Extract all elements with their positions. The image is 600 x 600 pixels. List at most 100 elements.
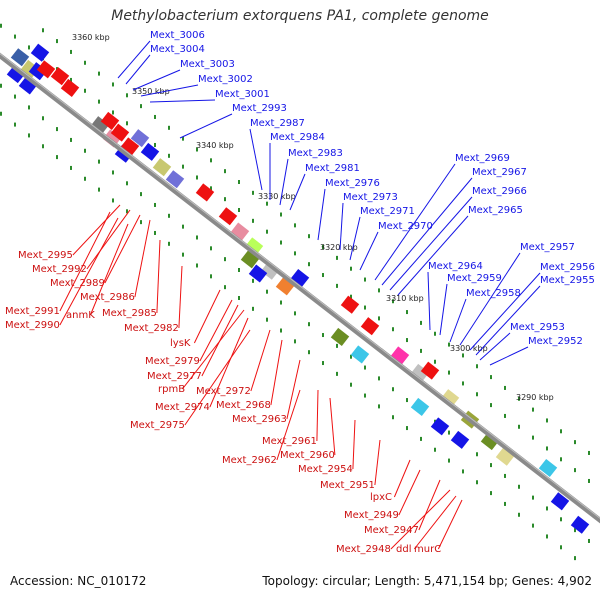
gene-label-forward[interactable]: Mext_2976 (325, 178, 380, 189)
gene-label-reverse[interactable]: Mext_2954 (298, 464, 353, 475)
gene-feature[interactable] (275, 277, 295, 296)
gene-label-forward[interactable]: Mext_3004 (150, 44, 205, 55)
gene-label-forward[interactable]: Mext_2969 (455, 153, 510, 164)
gene-label-reverse[interactable]: Mext_2989 (50, 278, 105, 289)
gene-label-reverse[interactable]: lpxC (370, 492, 392, 503)
gene-feature[interactable] (28, 62, 48, 81)
gene-feature[interactable] (410, 397, 430, 416)
gene-feature[interactable] (152, 158, 172, 177)
gene-feature[interactable] (110, 123, 130, 142)
gene-feature[interactable] (50, 67, 70, 86)
gene-label-forward[interactable]: Mext_2964 (428, 261, 483, 272)
gene-label-reverse[interactable]: anmK (66, 310, 95, 321)
gene-label-reverse[interactable]: rpmB (158, 384, 185, 395)
gene-feature[interactable] (350, 345, 370, 364)
gene-feature[interactable] (120, 137, 140, 156)
gene-label-reverse[interactable]: Mext_2995 (18, 250, 73, 261)
gene-feature[interactable] (30, 43, 50, 62)
gene-label-reverse[interactable]: Mext_2968 (216, 400, 271, 411)
gene-label-reverse[interactable]: ddl (396, 544, 411, 555)
gene-feature[interactable] (140, 142, 160, 161)
gene-label-reverse[interactable]: Mext_2974 (155, 402, 210, 413)
gene-feature[interactable] (430, 417, 450, 436)
gene-label-forward[interactable]: Mext_2983 (288, 148, 343, 159)
gene-feature[interactable] (550, 492, 570, 511)
gene-label-forward[interactable]: Mext_2957 (520, 242, 575, 253)
gene-label-reverse[interactable]: Mext_2960 (280, 450, 335, 461)
gene-label-reverse[interactable]: Mext_2990 (5, 320, 60, 331)
gene-feature[interactable] (6, 65, 26, 84)
gene-label-forward[interactable]: Mext_2965 (468, 205, 523, 216)
gene-label-reverse[interactable]: Mext_2991 (5, 306, 60, 317)
gene-label-reverse[interactable]: Mext_2979 (145, 356, 200, 367)
gene-label-reverse[interactable]: Mext_2992 (32, 264, 87, 275)
gene-label-forward[interactable]: Mext_2956 (540, 262, 595, 273)
gene-label-reverse[interactable]: Mext_2972 (196, 386, 251, 397)
gene-label-forward[interactable]: Mext_2981 (305, 163, 360, 174)
gene-label-reverse[interactable]: Mext_2977 (147, 371, 202, 382)
gene-label-forward[interactable]: Mext_2971 (360, 206, 415, 217)
gene-feature[interactable] (260, 261, 280, 280)
label-leader-line (475, 285, 541, 356)
gene-feature[interactable] (195, 183, 215, 202)
gene-label-forward[interactable]: Mext_2953 (510, 322, 565, 333)
tick-mark (56, 39, 58, 44)
gene-feature[interactable] (130, 129, 150, 148)
gene-label-reverse[interactable]: Mext_2962 (222, 455, 277, 466)
tick-mark (42, 28, 44, 33)
gene-feature[interactable] (36, 60, 56, 79)
gene-feature[interactable] (248, 264, 268, 283)
gene-label-forward[interactable]: Mext_3001 (215, 89, 270, 100)
gene-label-reverse[interactable]: Mext_2982 (124, 323, 179, 334)
gene-feature[interactable] (230, 222, 250, 241)
gene-feature[interactable] (450, 430, 470, 449)
gene-label-reverse[interactable]: Mext_2975 (130, 420, 185, 431)
gene-label-forward[interactable]: Mext_3006 (150, 30, 205, 41)
gene-feature[interactable] (240, 250, 260, 269)
gene-label-forward[interactable]: Mext_2955 (540, 275, 595, 286)
gene-label-reverse[interactable]: Mext_2963 (232, 414, 287, 425)
gene-feature[interactable] (538, 458, 558, 478)
gene-feature[interactable] (100, 111, 120, 130)
gene-label-reverse[interactable]: Mext_2947 (364, 525, 419, 536)
gene-feature[interactable] (218, 207, 238, 226)
gene-label-reverse[interactable]: lysK (170, 338, 191, 349)
gene-label-forward[interactable]: Mext_2959 (447, 273, 502, 284)
gene-label-reverse[interactable]: Mext_2948 (336, 544, 391, 555)
gene-feature[interactable] (90, 116, 110, 135)
gene-label-forward[interactable]: Mext_3003 (180, 59, 235, 70)
gene-label-reverse[interactable]: Mext_2949 (344, 510, 399, 521)
gene-feature[interactable] (290, 268, 310, 288)
gene-label-reverse[interactable]: Mext_2951 (320, 480, 375, 491)
gene-feature[interactable] (420, 361, 440, 380)
gene-label-reverse[interactable]: murC (414, 544, 441, 555)
gene-label-reverse[interactable]: Mext_2985 (102, 308, 157, 319)
gene-label-forward[interactable]: Mext_2967 (472, 167, 527, 178)
gene-feature[interactable] (495, 447, 515, 466)
gene-feature[interactable] (18, 76, 38, 95)
gene-feature[interactable] (340, 295, 360, 314)
gene-label-reverse[interactable]: Mext_2961 (262, 436, 317, 447)
gene-feature[interactable] (60, 78, 80, 97)
gene-feature[interactable] (410, 363, 430, 382)
gene-feature[interactable] (165, 170, 185, 189)
gene-label-forward[interactable]: Mext_2984 (270, 132, 325, 143)
gene-label-forward[interactable]: Mext_2987 (250, 118, 305, 129)
gene-label-forward[interactable]: Mext_3002 (198, 74, 253, 85)
gene-feature[interactable] (330, 327, 350, 347)
gene-feature[interactable] (390, 346, 410, 365)
gene-label-forward[interactable]: Mext_2952 (528, 336, 583, 347)
gene-label-forward[interactable]: Mext_2966 (472, 186, 527, 197)
gene-feature[interactable] (10, 48, 30, 67)
gene-label-forward[interactable]: Mext_2993 (232, 103, 287, 114)
gene-feature[interactable] (440, 389, 460, 408)
gene-label-forward[interactable]: Mext_2970 (378, 221, 433, 232)
gene-feature[interactable] (570, 515, 590, 534)
gene-feature[interactable] (360, 317, 380, 336)
gene-label-reverse[interactable]: Mext_2986 (80, 292, 135, 303)
gene-label-forward[interactable]: Mext_2973 (343, 192, 398, 203)
gene-feature[interactable] (480, 432, 500, 451)
tick-mark (28, 45, 30, 50)
gene-feature[interactable] (244, 237, 264, 256)
